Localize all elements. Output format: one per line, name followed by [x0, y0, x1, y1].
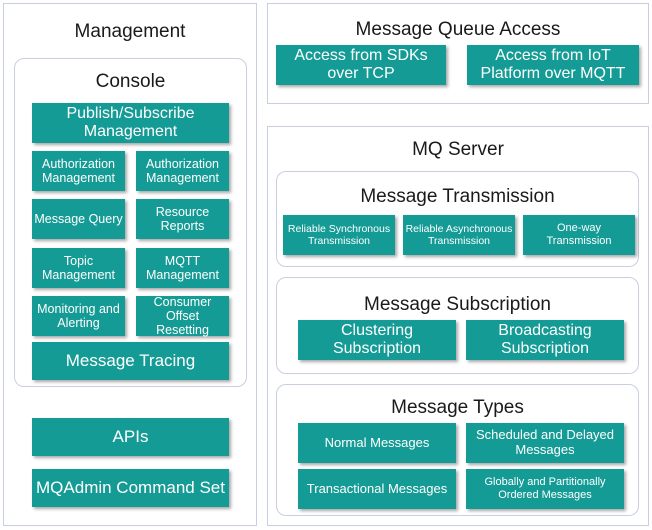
- globally-partitionally-ordered-messages-box: Globally and Partitionally Ordered Messa…: [466, 469, 624, 509]
- mqadmin-command-set-box: MQAdmin Command Set: [32, 469, 229, 507]
- clustering-subscription-box: Clustering Subscription: [298, 320, 456, 360]
- management-panel: Management Console Publish/Subscribe Man…: [3, 3, 257, 526]
- message-subscription-panel: Message Subscription Clustering Subscrip…: [276, 277, 639, 374]
- consumer-offset-resetting-box: Consumer Offset Resetting: [136, 295, 229, 337]
- message-types-title: Message Types: [391, 397, 524, 418]
- console-title: Console: [95, 71, 166, 92]
- mq-server-panel: MQ Server Message Transmission Reliable …: [267, 126, 649, 526]
- management-title: Management: [74, 21, 186, 42]
- message-queue-access-title: Message Queue Access: [355, 19, 561, 40]
- message-transmission-title: Message Transmission: [360, 186, 555, 207]
- reliable-sync-transmission-box: Reliable Synchronous Transmission: [283, 215, 395, 255]
- transactional-messages-box: Transactional Messages: [298, 469, 456, 509]
- resource-reports-box: Resource Reports: [136, 199, 229, 239]
- access-sdks-tcp-box: Access from SDKs over TCP: [276, 45, 446, 85]
- broadcasting-subscription-box: Broadcasting Subscription: [466, 320, 624, 360]
- authorization-management-box-1: Authorization Management: [32, 151, 125, 191]
- message-types-panel: Message Types Normal Messages Scheduled …: [276, 384, 639, 516]
- normal-messages-box: Normal Messages: [298, 423, 456, 463]
- message-query-box: Message Query: [32, 199, 125, 239]
- scheduled-delayed-messages-box: Scheduled and Delayed Messages: [466, 423, 624, 463]
- message-subscription-title: Message Subscription: [364, 294, 551, 315]
- access-iot-mqtt-box: Access from IoT Platform over MQTT: [467, 45, 639, 85]
- monitoring-alerting-box: Monitoring and Alerting: [32, 296, 125, 336]
- apis-box: APIs: [32, 418, 229, 456]
- publish-subscribe-management-box: Publish/Subscribe Management: [32, 103, 229, 143]
- message-tracing-box: Message Tracing: [32, 342, 229, 380]
- message-transmission-panel: Message Transmission Reliable Synchronou…: [276, 171, 639, 267]
- authorization-management-box-2: Authorization Management: [136, 151, 229, 191]
- topic-management-box: Topic Management: [32, 248, 125, 288]
- reliable-async-transmission-box: Reliable Asynchronous Transmission: [403, 215, 515, 255]
- message-queue-access-panel: Message Queue Access Access from SDKs ov…: [267, 3, 649, 104]
- one-way-transmission-box: One-way Transmission: [523, 215, 635, 255]
- mqtt-management-box: MQTT Management: [136, 248, 229, 288]
- mq-server-title: MQ Server: [412, 139, 504, 160]
